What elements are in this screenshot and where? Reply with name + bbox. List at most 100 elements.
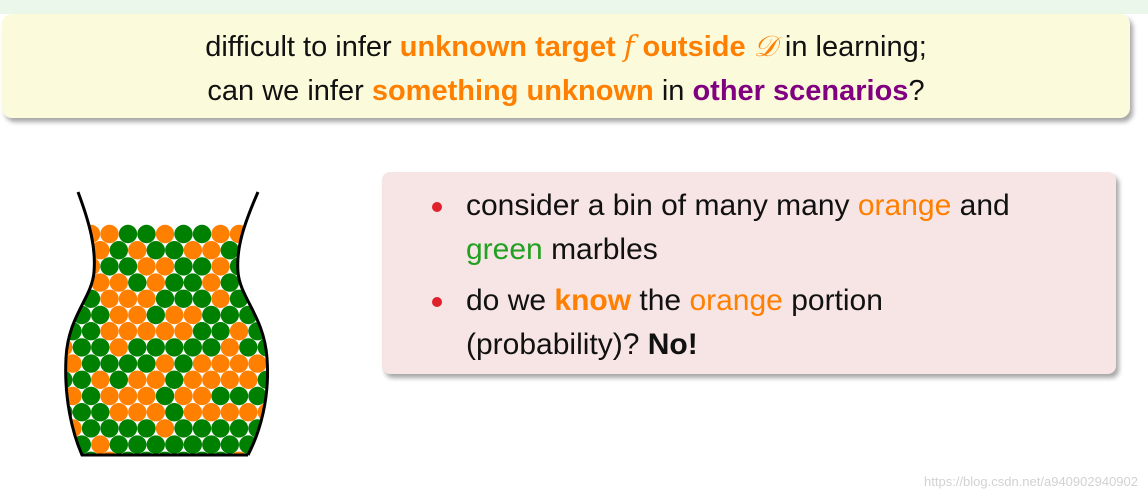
marble [91,305,110,325]
marble [65,370,73,390]
marble [266,289,268,309]
marble [165,435,184,454]
marble [211,257,230,276]
marble [257,241,268,260]
marble [146,370,165,389]
marble [128,241,147,260]
marble [65,305,73,325]
marble [155,354,175,373]
marble [276,435,290,453]
slide-title-strip [0,0,1148,14]
marble [174,322,193,341]
marble [202,305,221,325]
marble [91,403,110,422]
marble [72,370,91,389]
marble [229,322,249,341]
marble [220,338,239,357]
marble [239,370,258,389]
marble [100,289,119,308]
marble [146,241,165,260]
marble [81,322,101,341]
marble [165,305,184,325]
marble [183,435,202,454]
marble [220,241,239,260]
marble [155,289,175,308]
marble [192,257,212,276]
marble [137,419,156,438]
marble [239,403,258,422]
marble [91,370,110,389]
marble [137,354,156,373]
marble [174,224,193,244]
marble [146,435,165,454]
marble [52,257,63,275]
callout-highlight-other-scenarios: other scenarios [692,75,909,107]
marble [118,354,138,373]
marble [146,403,165,422]
marble [248,224,267,244]
marble [174,257,193,276]
bullet-box: consider a bin of many many orange and g… [382,172,1116,374]
marble [81,354,101,373]
marble [165,403,184,422]
math-f: f [623,29,635,63]
marble [266,224,268,244]
marble [220,435,239,454]
marble [146,273,165,292]
marble [109,403,128,422]
marble [91,241,110,260]
marble [65,257,82,276]
marble [220,370,239,389]
marble [266,257,268,276]
marble [202,273,221,292]
marble [248,451,267,455]
marble [276,241,290,259]
marble [128,403,147,422]
marble [239,241,258,260]
marble [128,338,147,357]
marble [183,305,202,325]
marble [155,386,175,406]
marble [211,289,230,308]
marble [65,289,82,309]
marble [91,273,110,292]
list-item: consider a bin of many many orange and g… [430,184,1096,272]
marble [100,322,119,341]
marble [65,273,73,292]
highlight-callout: difficult to infer unknown target f outs… [2,14,1130,118]
marble [146,305,165,325]
bin-right-wall [236,191,270,456]
marble [52,419,63,437]
marble [192,224,212,244]
marble [91,435,110,454]
marble [202,338,221,357]
marble [192,386,212,406]
marble [118,386,138,406]
marble [174,354,193,373]
marble [165,241,184,260]
marble [65,354,82,373]
marble [118,289,138,308]
callout-line-2: can we infer something unknown in other … [207,75,925,107]
marble [202,370,221,389]
marble [202,435,221,454]
watermark: https://blog.csdn.net/a940902940902 [924,474,1138,489]
marble [257,305,268,325]
marble [192,289,212,308]
marble [211,354,230,373]
marble [266,322,268,341]
marble [220,305,239,325]
marble [118,224,138,244]
marble [72,338,91,357]
marble [211,386,230,406]
marble [174,386,193,406]
marble [81,257,101,276]
marble [100,354,119,373]
marble [137,322,156,341]
marble [183,273,202,292]
marble [202,241,221,260]
marble [276,403,290,421]
marble [52,452,63,468]
callout-highlight-outside: outside [634,31,754,63]
marble [137,386,156,406]
